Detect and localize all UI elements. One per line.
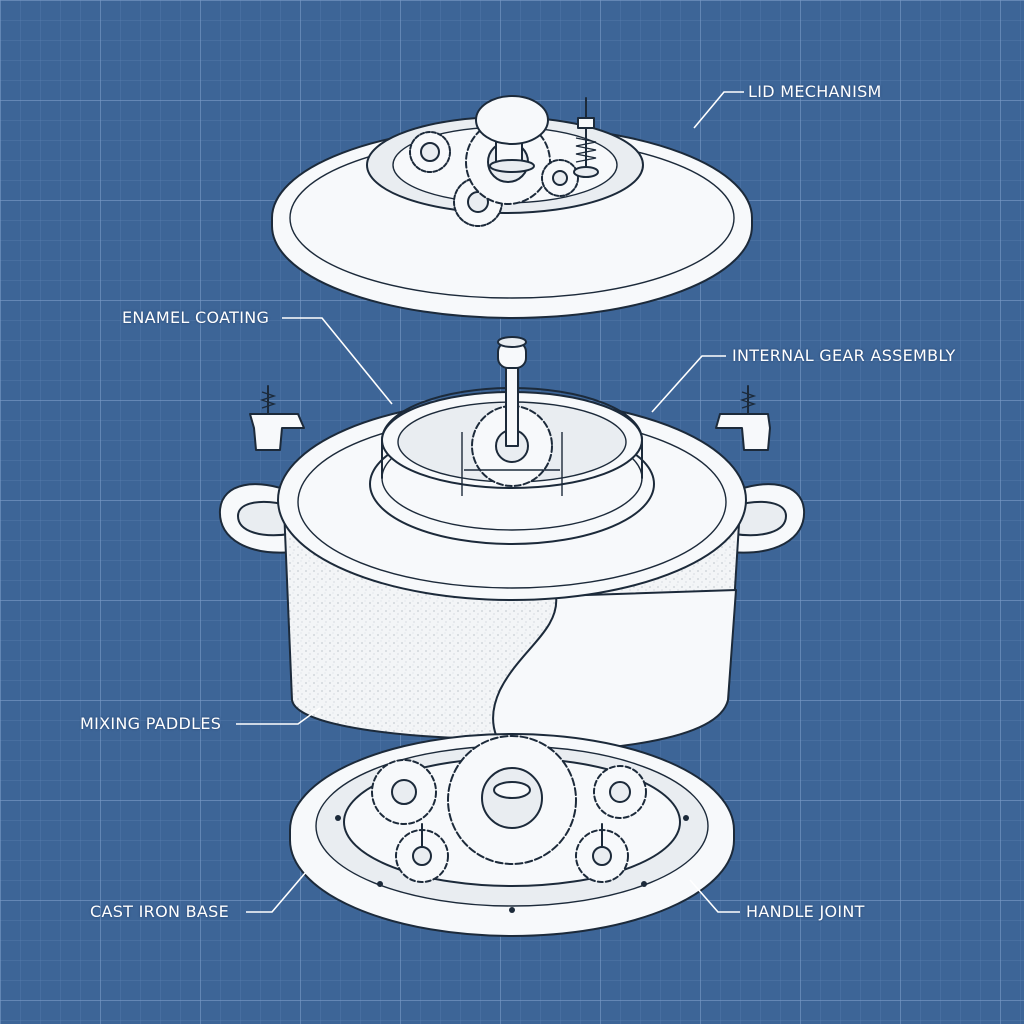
label-internal-gear-assembly: INTERNAL GEAR ASSEMBLY bbox=[732, 346, 956, 365]
handle-joint-left bbox=[249, 385, 305, 451]
handle-joint-right bbox=[715, 385, 771, 451]
pot-handle-right bbox=[729, 483, 806, 554]
label-enamel-coating: ENAMEL COATING bbox=[122, 308, 270, 327]
label-cast-iron-base: CAST IRON BASE bbox=[90, 902, 230, 921]
leader-internal-gear bbox=[651, 355, 726, 413]
central-shaft bbox=[497, 336, 527, 447]
leader-lines bbox=[236, 91, 744, 913]
label-handle-joint: HANDLE JOINT bbox=[746, 902, 865, 921]
lid-bolt-spring bbox=[573, 97, 599, 178]
leader-cast-iron-base bbox=[246, 871, 307, 913]
leader-enamel-coating bbox=[282, 317, 393, 405]
leader-mixing-paddles bbox=[236, 707, 321, 725]
leader-handle-joint bbox=[689, 879, 740, 913]
pot-handle-left bbox=[218, 483, 295, 554]
label-lid-mechanism: LID MECHANISM bbox=[748, 82, 882, 101]
base-gears bbox=[371, 735, 647, 883]
lid-knob bbox=[475, 95, 549, 173]
leader-lid-mechanism bbox=[693, 91, 744, 129]
label-mixing-paddles: MIXING PADDLES bbox=[80, 714, 222, 733]
